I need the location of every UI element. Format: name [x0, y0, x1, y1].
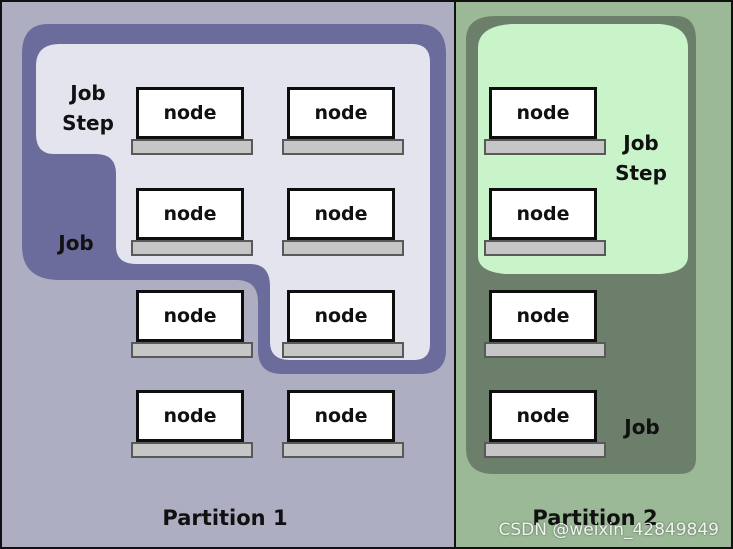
node-label: node: [163, 305, 217, 327]
job-step-label-line-1: Job: [623, 131, 659, 155]
node-screen: node: [489, 290, 597, 342]
node-label: node: [163, 102, 217, 124]
node-screen: node: [287, 290, 395, 342]
node-p1-2: node: [282, 87, 404, 157]
job-step-label-line-2: Step: [62, 111, 114, 135]
node-base: [282, 240, 404, 256]
node-p1-8: node: [282, 390, 404, 460]
node-p2-1: node: [484, 87, 606, 157]
node-p1-1: node: [131, 87, 253, 157]
node-screen: node: [136, 87, 244, 139]
node-screen: node: [136, 390, 244, 442]
node-label: node: [163, 203, 217, 225]
node-screen: node: [287, 87, 395, 139]
node-screen: node: [136, 290, 244, 342]
job-label-text: Job: [58, 231, 94, 255]
job-step-label-partition-1: Job Step: [56, 78, 120, 138]
node-label: node: [516, 305, 570, 327]
node-label: node: [516, 203, 570, 225]
node-label: node: [516, 102, 570, 124]
node-base: [484, 139, 606, 155]
partition-1-label: Partition 1: [162, 506, 288, 530]
job-step-label-partition-2: Job Step: [608, 128, 674, 188]
node-screen: node: [489, 390, 597, 442]
node-base: [282, 442, 404, 458]
node-p1-4: node: [282, 188, 404, 258]
job-step-label-line-2: Step: [615, 161, 667, 185]
node-base: [282, 139, 404, 155]
node-label: node: [314, 203, 368, 225]
node-label: node: [314, 102, 368, 124]
node-base: [484, 442, 606, 458]
node-base: [484, 342, 606, 358]
job-label-partition-1: Job: [46, 228, 106, 258]
node-screen: node: [136, 188, 244, 240]
node-screen: node: [287, 390, 395, 442]
job-label-text: Job: [624, 415, 660, 439]
node-p2-3: node: [484, 290, 606, 360]
node-label: node: [163, 405, 217, 427]
node-p1-5: node: [131, 290, 253, 360]
job-label-partition-2: Job: [612, 412, 672, 442]
node-base: [131, 240, 253, 256]
node-p1-3: node: [131, 188, 253, 258]
node-base: [484, 240, 606, 256]
node-screen: node: [489, 87, 597, 139]
node-base: [282, 342, 404, 358]
node-p1-7: node: [131, 390, 253, 460]
node-screen: node: [287, 188, 395, 240]
node-p1-6: node: [282, 290, 404, 360]
partition-2-label: Partition 2: [532, 506, 658, 530]
node-base: [131, 342, 253, 358]
node-label: node: [314, 305, 368, 327]
node-screen: node: [489, 188, 597, 240]
node-p2-2: node: [484, 188, 606, 258]
node-label: node: [314, 405, 368, 427]
watermark: CSDN @weixin_42849849: [498, 520, 719, 540]
node-label: node: [516, 405, 570, 427]
node-base: [131, 139, 253, 155]
node-p2-4: node: [484, 390, 606, 460]
job-step-label-line-1: Job: [70, 81, 106, 105]
node-base: [131, 442, 253, 458]
